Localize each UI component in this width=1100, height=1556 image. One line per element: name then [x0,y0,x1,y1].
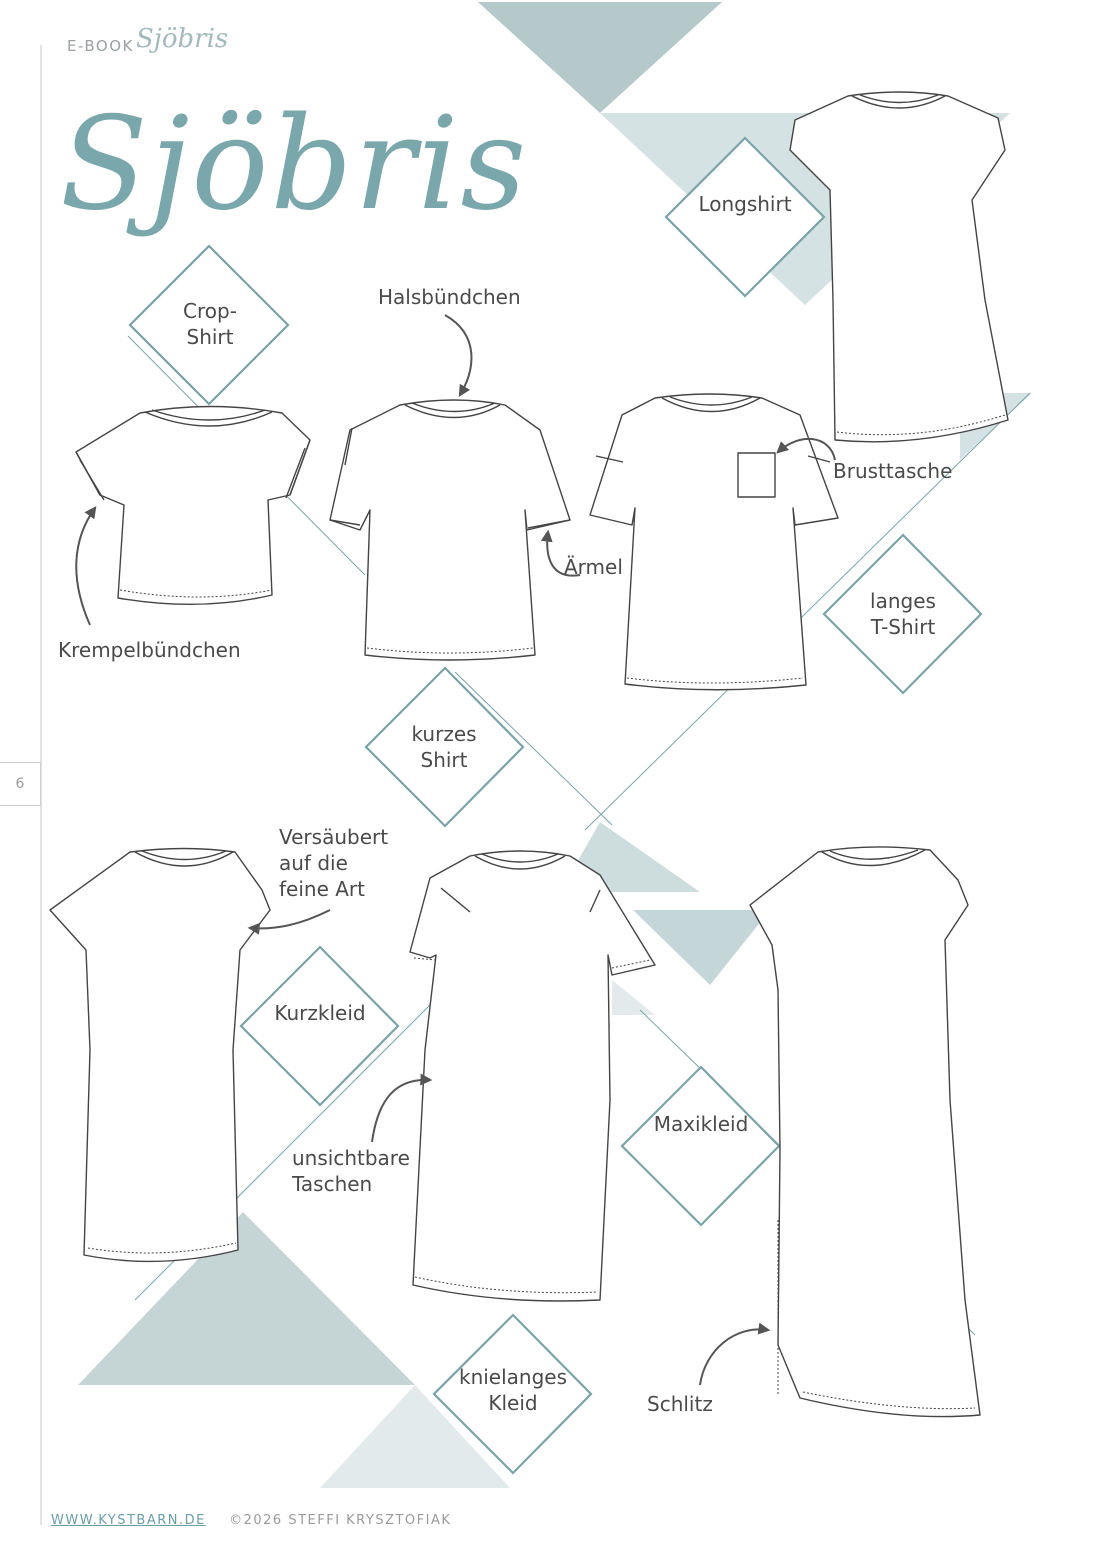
diamond-frames [128,136,983,1475]
label-longshirt: Longshirt [698,192,792,216]
label-kniel-line2: Kleid [488,1391,538,1415]
label-kurzes-line2: Shirt [420,748,468,772]
taschen-line1: unsichtbare [292,1146,410,1170]
diamond-kurzes-shirt [364,666,525,828]
triangle-bottom-center [320,1385,510,1488]
garment-longshirt [789,91,1009,443]
brand-small: Sjöbris [136,24,229,54]
label-kurzes-line1: kurzes [411,722,477,746]
taschen-line2: Taschen [292,1172,373,1196]
triangle-mid-3 [612,980,655,1015]
triangle-bottom-left [78,1212,415,1385]
annotation-arrows [75,314,836,1386]
diamond-kurzkleid [239,945,400,1107]
triangle-top [478,2,722,113]
triangle-mid-2 [633,910,770,985]
annotation-unsichtbare-taschen: unsichtbare Taschen [292,1145,410,1197]
label-maxikleid: Maxikleid [653,1112,749,1136]
label-crop-shirt: Crop- Shirt [160,298,260,350]
arrow-schlitz [699,1322,771,1386]
garment-langes-tshirt [589,393,839,691]
label-kurzkleid: Kurzkleid [274,1001,366,1025]
arrow-krempel [75,506,97,626]
versaeubert-line2: auf die [279,851,348,875]
arrow-halsbuendchen [444,314,473,398]
page-title: Sjöbris [60,90,529,239]
arrow-aermel [540,529,581,577]
annotation-aermel: Ärmel [564,555,623,579]
footer-copyright: ©2026 STEFFI KRYSZTOFIAK [229,1513,452,1528]
garment-kurzes-shirt [329,399,571,661]
garment-knielanges-kleid [409,850,656,1302]
label-kurzes-shirt: kurzes Shirt [394,721,494,773]
label-crop-shirt-line2: Shirt [186,325,234,349]
garment-kurzkleid [49,847,271,1263]
versaeubert-line3: feine Art [279,877,365,901]
ebook-label: E-BOOK [67,37,134,55]
garment-crop-shirt [75,405,311,606]
versaeubert-line1: Versäubert [279,825,389,849]
label-kniel-line1: knielanges [458,1365,568,1389]
label-crop-shirt-line1: Crop- [183,299,237,323]
diamond-crop-shirt [128,244,290,406]
diamond-knielanges-kleid [432,1313,593,1475]
annotation-versaeubert: Versäubert auf die feine Art [279,824,388,902]
footer: WWW.KYSTBARN.DE ©2026 STEFFI KRYSZTOFIAK [51,1508,451,1534]
arrow-taschen [371,1073,433,1143]
pocket [737,452,776,498]
arrow-brusttasche [776,437,836,461]
label-knielanges-kleid: knielanges Kleid [448,1364,578,1416]
arrow-versaeubert [247,909,331,935]
label-langes-tshirt: langes T-Shirt [848,588,958,640]
diamond-longshirt [664,136,826,298]
garment-maxikleid [749,846,981,1418]
annotation-halsbuendchen: Halsbündchen [378,285,521,309]
annotation-krempelbuendchen: Krempelbündchen [58,638,241,662]
diamond-maxikleid [620,1065,781,1227]
page-number: 6 [0,762,41,806]
label-langes-line1: langes [870,589,936,613]
annotation-schlitz: Schlitz [647,1392,713,1416]
footer-website-link[interactable]: WWW.KYSTBARN.DE [51,1513,206,1528]
label-langes-line2: T-Shirt [870,615,936,639]
diamond-langes-tshirt [822,533,983,695]
annotation-brusttasche: Brusttasche [833,459,953,483]
